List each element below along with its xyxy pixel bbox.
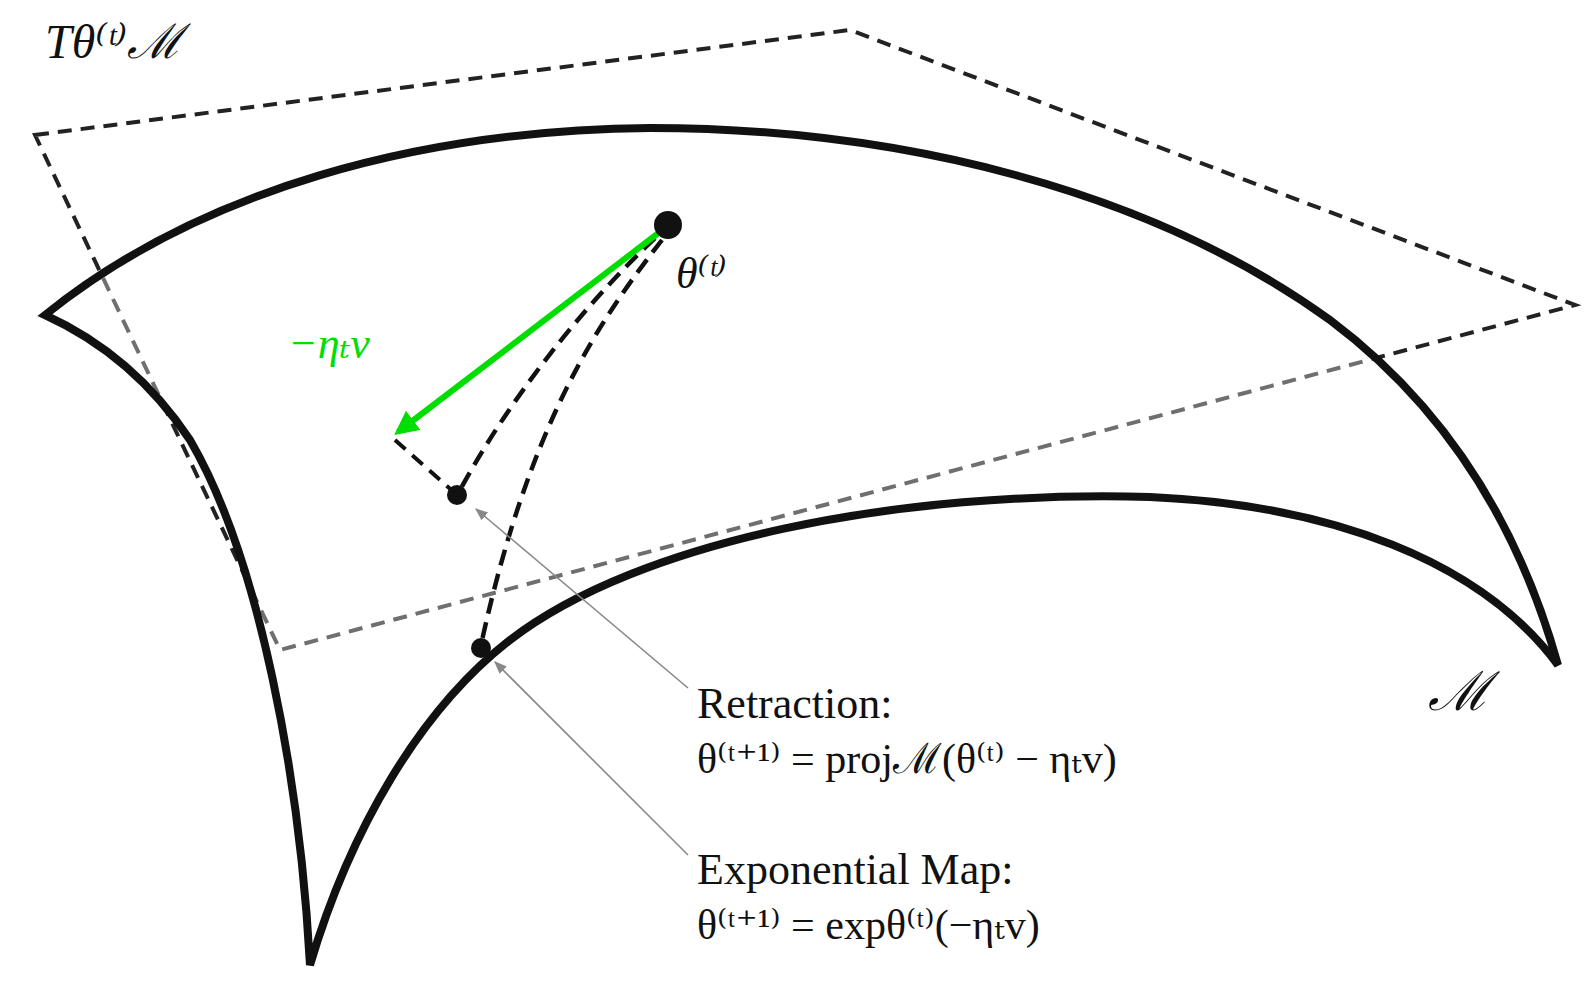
method-title: Retraction: — [697, 682, 893, 726]
retraction-point — [447, 485, 467, 505]
leader-line — [495, 662, 688, 855]
current-point — [654, 211, 682, 239]
leader-line — [476, 509, 688, 688]
step-label: −ηₜv — [288, 322, 370, 366]
manifold-label: ℳ — [1428, 665, 1490, 719]
update-formula: θ⁽ᵗ⁺¹⁾ = expθ⁽ᵗ⁾(−ηₜv) — [697, 904, 1040, 946]
point-label: θ⁽ᵗ⁾ — [676, 252, 727, 296]
tangent-space-label: Tθ⁽ᵗ⁾ℳ — [45, 18, 182, 66]
method-title: Exponential Map: — [697, 848, 1014, 892]
step-vector — [398, 228, 665, 432]
manifold-surface — [45, 128, 1558, 965]
exp-map-point — [471, 638, 491, 658]
projection-line — [395, 440, 457, 495]
update-formula: θ⁽ᵗ⁺¹⁾ = projℳ(θ⁽ᵗ⁾ − ηₜv) — [697, 738, 1117, 780]
